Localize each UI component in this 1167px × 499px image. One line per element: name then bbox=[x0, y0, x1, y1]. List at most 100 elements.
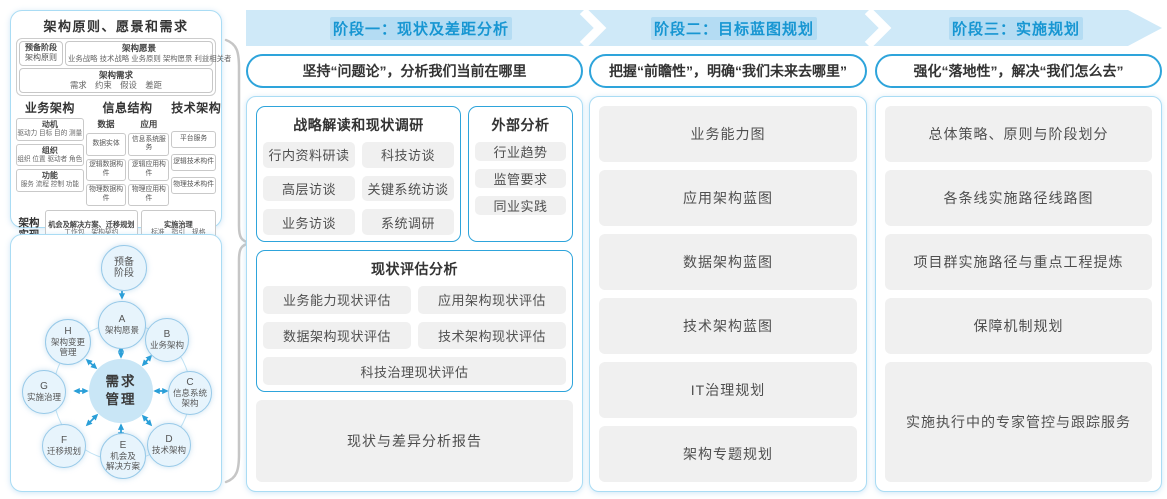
node-g-name: 实施治理 bbox=[26, 391, 61, 402]
phase2-item: 数据架构蓝图 bbox=[599, 234, 857, 290]
governance-items: 标准 指引 规格 bbox=[151, 229, 206, 237]
organization-box: 组织 组织 位置 驱动者 角色 bbox=[16, 143, 84, 167]
logical-app-chip: 逻辑应用构件 bbox=[128, 158, 170, 181]
survey-box-title: 战略解读和现状调研 bbox=[293, 117, 424, 133]
technology-architecture-column: 技术架构 平台服务 逻辑技术构件 物理技术构件 bbox=[171, 99, 222, 206]
node-d-letter: D bbox=[165, 434, 173, 446]
phase-banner: 阶段一：现状及差距分析 阶段二：目标蓝图规划 阶段三：实施规划 bbox=[246, 10, 1162, 46]
phase3-subtitle: 强化“落地性”，解决“我们怎么去” bbox=[875, 54, 1162, 88]
phase2-item: 业务能力图 bbox=[599, 106, 857, 162]
node-c-name: 信息系统 架构 bbox=[172, 387, 207, 408]
banner-chevron-1-icon bbox=[579, 10, 607, 46]
phase3-item: 实施执行中的专家管控与跟踪服务 bbox=[885, 362, 1152, 482]
information-structure-header: 信息结构 bbox=[102, 101, 153, 116]
physical-data-chip: 物理数据构件 bbox=[85, 183, 127, 207]
phase2-banner-title: 阶段二：目标蓝图规划 bbox=[600, 10, 868, 46]
assessment-item: 技术架构现状评估 bbox=[418, 321, 566, 350]
logical-tech-chip: 逻辑技术构件 bbox=[171, 153, 216, 171]
principles-panel-title: 架构原则、愿景和需求 bbox=[43, 19, 189, 34]
phase3-panel: 总体策略、原则与阶段划分 各条线实施路径线路图 项目群实施路径与重点工程提炼 保… bbox=[875, 96, 1162, 492]
assessment-box-title: 现状评估分析 bbox=[371, 261, 458, 277]
phase3-banner-title: 阶段三：实施规划 bbox=[885, 10, 1147, 46]
current-state-assessment-box: 现状评估分析 业务能力现状评估 应用架构现状评估 数据架构现状评估 技术架构现状… bbox=[256, 250, 573, 392]
phase2-subtitle: 把握“前瞻性”，明确“我们未来去哪里” bbox=[589, 54, 867, 88]
node-d-name: 技术架构 bbox=[151, 444, 186, 455]
organization-items: 组织 位置 驱动者 角色 bbox=[17, 155, 83, 163]
opportunity-items: 工作包 架构契约 bbox=[64, 229, 119, 237]
physical-tech-chip: 物理技术构件 bbox=[171, 176, 216, 194]
platform-service-chip: 平台服务 bbox=[171, 131, 216, 148]
survey-item: 行内资料研读 bbox=[263, 142, 356, 168]
application-subheader: 应用 bbox=[140, 119, 158, 130]
prep-phase-box: 预备阶段 架构原则 bbox=[19, 41, 63, 66]
phase3-item: 各条线实施路径线路图 bbox=[885, 170, 1152, 226]
technology-architecture-header: 技术架构 bbox=[171, 101, 222, 116]
arch-principle-label: 架构原则 bbox=[25, 53, 57, 63]
business-architecture-column: 业务架构 动机 驱动力 目标 目的 测量 组织 组织 位置 驱动者 角色 功能 … bbox=[16, 99, 84, 206]
vision-box-items: 业务战略 技术战略 业务原则 架构愿景 利益相关者 bbox=[68, 53, 232, 63]
external-item: 行业趋势 bbox=[475, 142, 566, 161]
external-item: 同业实践 bbox=[475, 196, 566, 215]
data-subcolumn: 数据 数据实体 逻辑数据构件 物理数据构件 bbox=[85, 118, 127, 207]
adm-node-c: C 信息系统 架构 bbox=[168, 371, 212, 415]
organization-title: 组织 bbox=[41, 145, 58, 155]
governance-title: 实施治理 bbox=[163, 220, 193, 230]
node-b-name: 业务架构 bbox=[149, 339, 184, 350]
phase3-item: 项目群实施路径与重点工程提炼 bbox=[885, 234, 1152, 290]
requirements-box-title: 架构需求 bbox=[98, 69, 133, 80]
assessment-item: 业务能力现状评估 bbox=[263, 286, 411, 314]
assessment-item: 科技治理现状评估 bbox=[263, 357, 566, 385]
adm-node-h: H 架构变更 管理 bbox=[45, 319, 91, 365]
adm-arrows-layer bbox=[73, 291, 169, 439]
adm-node-g: G 实施治理 bbox=[22, 370, 66, 414]
assessment-item: 应用架构现状评估 bbox=[418, 286, 566, 314]
motivation-box: 动机 驱动力 目标 目的 测量 bbox=[16, 118, 84, 141]
architecture-principles-panel: 架构原则、愿景和需求 预备阶段 架构原则 架构愿景 业务战略 技术战略 业务原则… bbox=[10, 10, 232, 249]
information-structure-column: 信息结构 数据 数据实体 逻辑数据构件 物理数据构件 应用 信息系统服务 逻辑应… bbox=[85, 99, 170, 207]
adm-node-d: D 技术架构 bbox=[147, 423, 191, 467]
phase2-item: 技术架构蓝图 bbox=[599, 298, 857, 354]
center-f-arrow bbox=[85, 413, 99, 427]
prep-node-line1: 预备 bbox=[114, 256, 134, 268]
business-architecture-header: 业务架构 bbox=[24, 101, 75, 116]
node-e-name: 机会及 解决方案 bbox=[105, 450, 140, 471]
adm-node-b: B 业务架构 bbox=[145, 318, 189, 362]
hub-line2: 管理 bbox=[105, 392, 137, 407]
adm-node-e: E 机会及 解决方案 bbox=[100, 433, 146, 479]
physical-app-chip: 物理应用构件 bbox=[128, 183, 170, 207]
phase1-banner-title: 阶段一：现状及差距分析 bbox=[256, 10, 586, 46]
adm-cycle-panel: 预备 阶段 A 架构愿景 B 业务架构 C 信息系统 架构 D 技术架构 E 机… bbox=[10, 234, 222, 492]
data-entity-chip: 数据实体 bbox=[85, 133, 127, 156]
function-box: 功能 服务 流程 控制 功能 bbox=[16, 169, 84, 193]
center-d-arrow bbox=[141, 414, 153, 427]
survey-item: 业务访谈 bbox=[263, 209, 356, 235]
motivation-title: 动机 bbox=[41, 120, 58, 130]
realization-label-line1: 架构 bbox=[18, 216, 40, 229]
phase3-item: 总体策略、原则与阶段划分 bbox=[885, 106, 1152, 162]
external-analysis-box: 外部分析 行业趋势 监管要求 同业实践 bbox=[468, 106, 573, 242]
phase2-panel: 业务能力图 应用架构蓝图 数据架构蓝图 技术架构蓝图 IT治理规划 架构专题规划 bbox=[589, 96, 867, 492]
prep-node-line2: 阶段 bbox=[114, 268, 134, 279]
requirements-management-hub: 需求 管理 bbox=[89, 359, 153, 423]
survey-item: 科技访谈 bbox=[362, 142, 455, 168]
node-e-letter: E bbox=[119, 440, 127, 452]
data-subheader: 数据 bbox=[97, 119, 115, 130]
node-h-letter: H bbox=[64, 326, 72, 338]
assessment-item: 数据架构现状评估 bbox=[263, 321, 411, 350]
node-h-name: 架构变更 管理 bbox=[50, 336, 85, 357]
architecture-vision-box: 架构愿景 业务战略 技术战略 业务原则 架构愿景 利益相关者 bbox=[65, 41, 232, 66]
survey-item: 高层访谈 bbox=[263, 175, 356, 202]
gap-analysis-report-box: 现状与差异分析报告 bbox=[256, 400, 573, 482]
node-c-letter: C bbox=[186, 377, 194, 389]
phase2-item: 架构专题规划 bbox=[599, 426, 857, 482]
node-b-letter: B bbox=[163, 329, 171, 341]
center-h-arrow bbox=[85, 358, 98, 370]
node-g-letter: G bbox=[40, 381, 48, 393]
phase2-item: IT治理规划 bbox=[599, 362, 857, 418]
strategy-survey-box: 战略解读和现状调研 行内资料研读 科技访谈 高层访谈 关键系统访谈 业务访谈 系… bbox=[256, 106, 462, 242]
external-box-title: 外部分析 bbox=[491, 117, 550, 133]
application-subcolumn: 应用 信息系统服务 逻辑应用构件 物理应用构件 bbox=[128, 118, 170, 207]
adm-node-a: A 架构愿景 bbox=[98, 301, 146, 349]
motivation-items: 驱动力 目标 目的 测量 bbox=[17, 130, 83, 138]
node-f-name: 迁移规划 bbox=[46, 445, 81, 456]
